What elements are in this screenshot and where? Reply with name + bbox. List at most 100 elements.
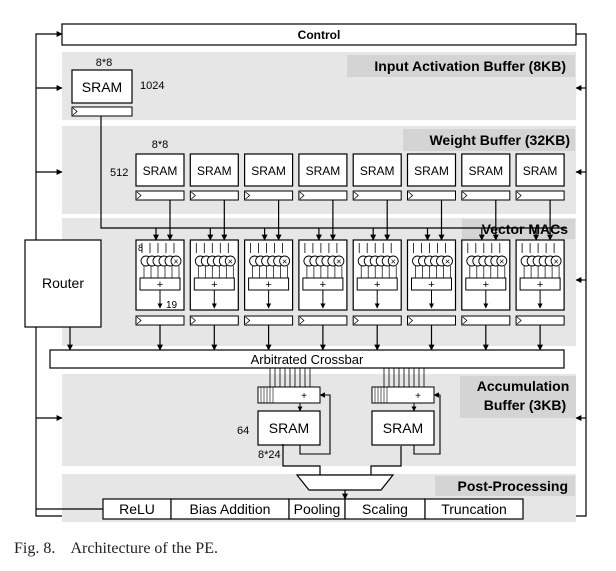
acc-sram-width: 8*24 (258, 449, 281, 461)
input-sram-label: SRAM (82, 79, 122, 95)
svg-text:×: × (228, 257, 233, 267)
mac-output-register (515, 315, 565, 326)
weight-sram-width: 8*8 (152, 139, 169, 151)
figure-caption: Fig. 8. Architecture of the PE. (14, 540, 218, 557)
svg-text:SRAM: SRAM (269, 420, 309, 436)
weight-sram-register (407, 190, 456, 201)
weight-sram-bank (244, 153, 294, 187)
post-stage-label: Bias Addition (190, 501, 271, 517)
control-label: Control (298, 28, 341, 42)
svg-text:+: + (320, 279, 326, 291)
input-buffer-title: Input Activation Buffer (8KB) (374, 58, 566, 74)
svg-text:+: + (157, 279, 163, 291)
weight-sram-register (461, 190, 511, 201)
weight-sram-banks: SRAM SRAM SRAM SRAM SRAM SRAM SRAM SRAM (135, 153, 565, 241)
svg-text:+: + (374, 279, 380, 291)
svg-text:×: × (391, 257, 396, 267)
crossbar-label: Arbitrated Crossbar (251, 352, 364, 367)
router (24, 239, 102, 328)
svg-text:+: + (265, 279, 271, 291)
post-processing-pipeline: ReLU Bias Addition Pooling Scaling Truncatio… (102, 498, 524, 520)
accumulation-buffer-units: + SRAM + SRAM (257, 368, 441, 455)
vector-mac-unit: ×+ (135, 239, 185, 351)
weight-buffer-title: Weight Buffer (32KB) (429, 132, 570, 148)
mac-input-width: 8 (138, 243, 143, 253)
svg-text:SRAM: SRAM (383, 420, 423, 436)
weight-sram-bank (406, 153, 457, 187)
svg-text:+: + (211, 279, 217, 291)
weight-sram-register (244, 190, 294, 201)
weight-sram-label: SRAM (360, 164, 395, 178)
weight-sram-register (135, 190, 185, 201)
post-stage-label: Pooling (294, 501, 341, 517)
input-broadcast-wire (100, 116, 567, 229)
weight-sram-label: SRAM (143, 164, 178, 178)
vector-mac-unit: ×+ (461, 239, 511, 351)
svg-text:+: + (415, 391, 421, 402)
acc-sram-depth: 64 (237, 425, 249, 437)
vector-mac-units: ×+×+×+×+×+×+×+×+ (135, 239, 565, 351)
accumulation-sram (371, 410, 435, 446)
svg-text:×: × (553, 257, 558, 267)
input-sram-register (71, 106, 133, 117)
mac-output-register (135, 315, 185, 326)
mac-output-register (407, 315, 456, 326)
weight-sram-label: SRAM (251, 164, 286, 178)
weight-sram-label: SRAM (197, 164, 232, 178)
weight-sram-depth: 512 (110, 167, 128, 179)
svg-text:×: × (499, 257, 504, 267)
weight-sram-bank (135, 153, 185, 187)
post-stage-label: Scaling (362, 501, 408, 517)
weight-sram-label: SRAM (414, 164, 449, 178)
svg-text:+: + (483, 279, 489, 291)
input-sram-width: 8*8 (96, 57, 113, 69)
output-multiplexer (295, 474, 395, 491)
accumulation-unit: + SRAM (257, 368, 331, 455)
weight-sram-label: SRAM (523, 164, 558, 178)
input-sram-depth: 1024 (140, 80, 164, 92)
vector-mac-unit: ×+ (352, 239, 402, 351)
weight-sram-bank (298, 153, 348, 187)
weight-sram-register (515, 190, 565, 201)
accumulation-unit: + SRAM (371, 368, 441, 455)
svg-text:+: + (537, 279, 543, 291)
svg-text:×: × (336, 257, 341, 267)
svg-text:+: + (301, 391, 307, 402)
vector-mac-unit: ×+ (244, 239, 294, 351)
accumulation-title-line1: Accumulation (477, 378, 570, 394)
svg-text:+: + (428, 279, 434, 291)
vector-mac-unit: ×+ (298, 239, 348, 351)
svg-text:×: × (173, 257, 178, 267)
weight-sram-label: SRAM (468, 164, 503, 178)
post-stage-label: ReLU (119, 501, 155, 517)
accumulation-title-line2: Buffer (3KB) (484, 397, 566, 413)
weight-sram-bank (461, 153, 511, 187)
mac-output-register (461, 315, 511, 326)
svg-text:×: × (445, 257, 450, 267)
weight-sram-bank (352, 153, 402, 187)
input-sram (71, 69, 133, 104)
vector-mac-unit: ×+ (189, 239, 239, 351)
weight-sram-label: SRAM (306, 164, 341, 178)
accumulation-sram (257, 410, 321, 446)
mac-output-register (244, 315, 294, 326)
weight-sram-register (298, 190, 348, 201)
vector-mac-unit: ×+ (406, 239, 457, 351)
weight-sram-register (189, 190, 239, 201)
svg-text:×: × (282, 257, 287, 267)
mac-output-register (189, 315, 239, 326)
post-stage-label: Truncation (441, 501, 507, 517)
post-processing-title: Post-Processing (458, 478, 568, 494)
weight-sram-bank (515, 153, 565, 187)
vector-mac-unit: ×+ (515, 239, 565, 351)
vector-macs-title: Vector MACs (482, 221, 569, 237)
mac-output-register (352, 315, 402, 326)
arbitrated-crossbar (49, 349, 565, 369)
mac-output-width: 19 (166, 300, 178, 311)
weight-sram-register (352, 190, 402, 201)
router-label: Router (42, 275, 84, 291)
weight-sram-bank (189, 153, 239, 187)
mac-output-register (298, 315, 348, 326)
post-stage-box (424, 498, 524, 520)
